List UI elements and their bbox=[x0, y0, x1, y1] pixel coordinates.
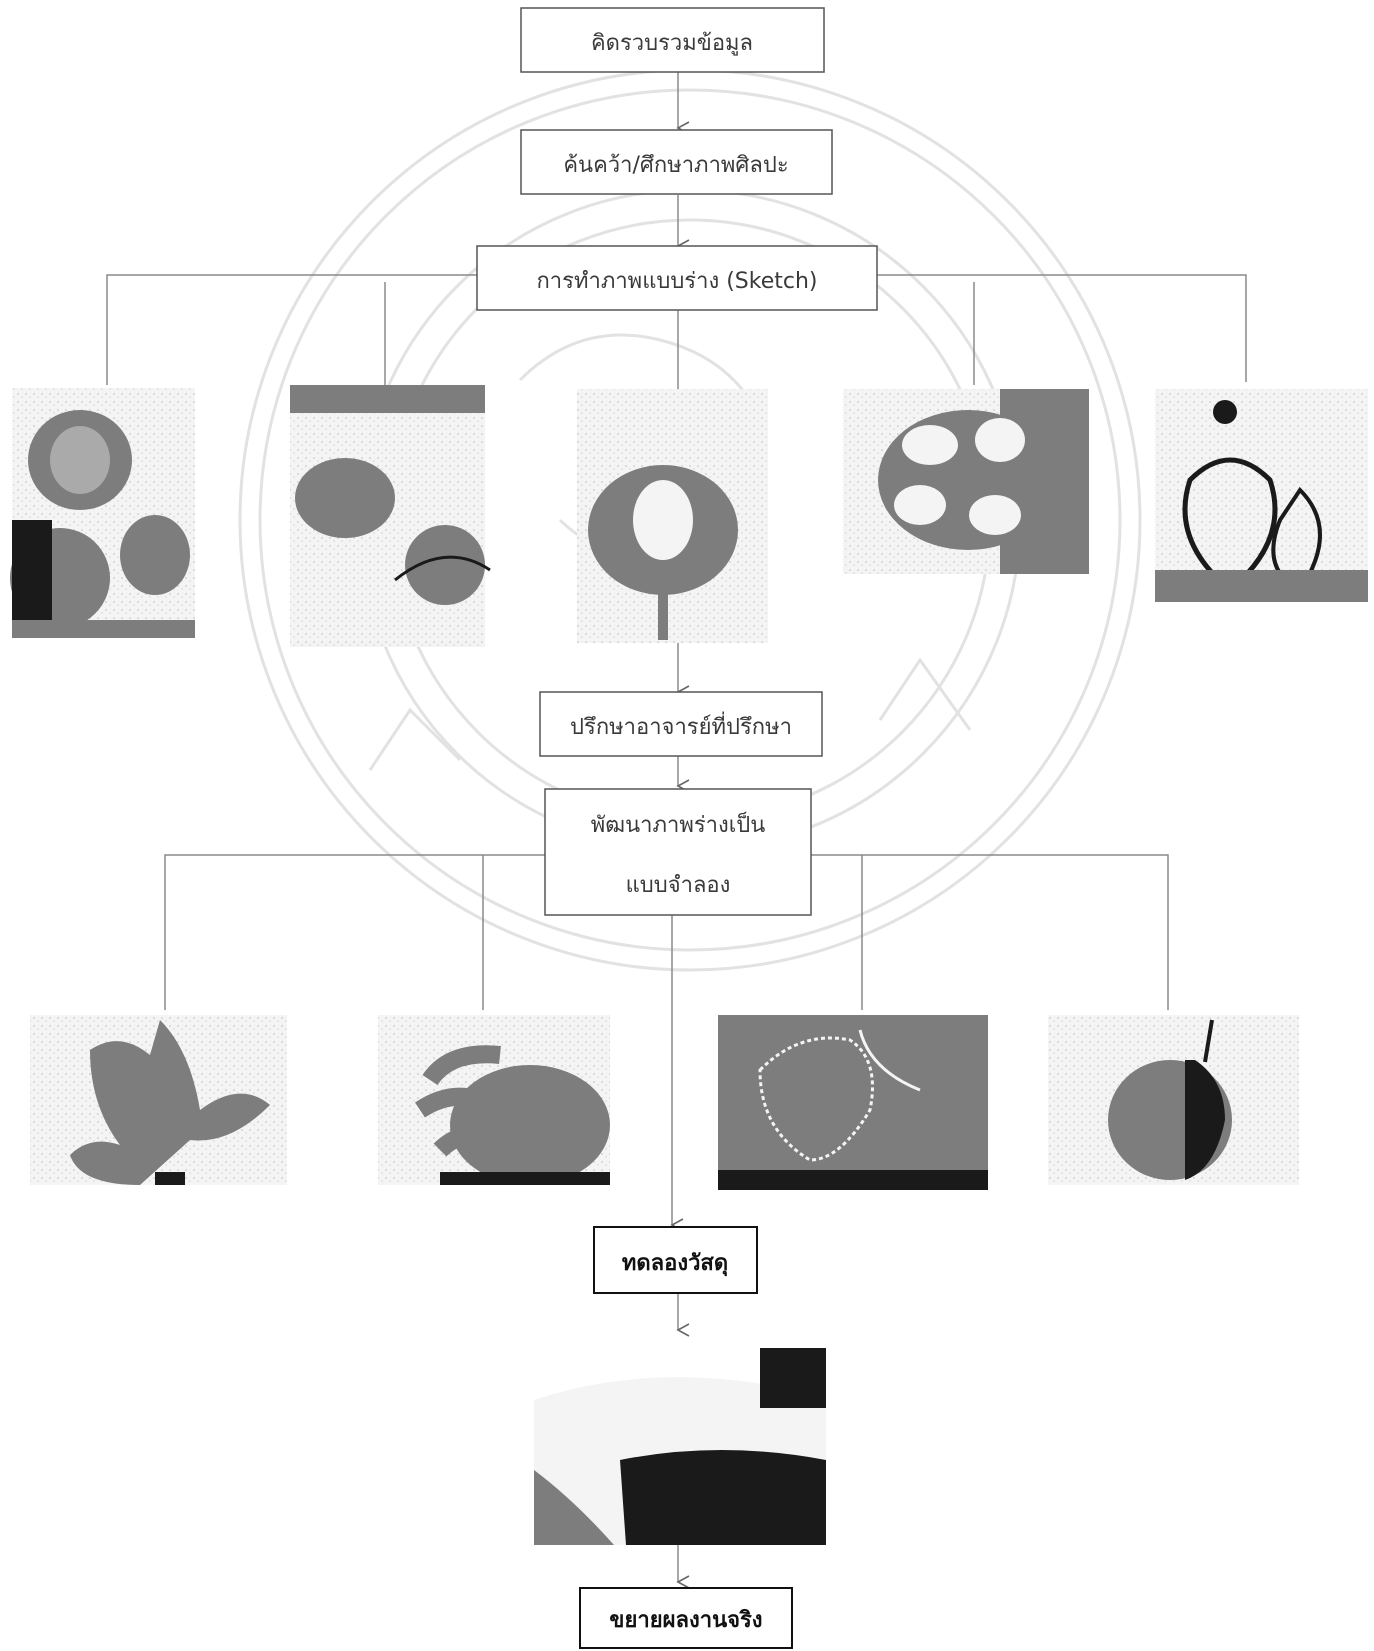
step-research-label: ค้นคว้า/ศึกษาภาพศิลปะ bbox=[563, 153, 788, 178]
step-research: ค้นคว้า/ศึกษาภาพศิลปะ bbox=[521, 130, 832, 194]
step-sketch-label: การทำภาพแบบร่าง (Sketch) bbox=[536, 269, 817, 294]
sketch-photo-4 bbox=[843, 389, 1089, 574]
material-photo bbox=[534, 1348, 826, 1545]
sketch-photo-3 bbox=[577, 389, 768, 643]
model-photo-3 bbox=[718, 1015, 988, 1190]
step-consult: ปรึกษาอาจารย์ที่ปรึกษา bbox=[540, 692, 822, 756]
model-photo-4 bbox=[1048, 1015, 1299, 1185]
step-gather-label: คิดรวบรวมข้อมูล bbox=[591, 31, 753, 56]
step-final-work: ขยายผลงานจริง bbox=[580, 1588, 792, 1648]
step-sketch: การทำภาพแบบร่าง (Sketch) bbox=[477, 246, 877, 310]
sketch-photo-5 bbox=[1155, 389, 1368, 602]
step-develop-label-line2: แบบจำลอง bbox=[626, 873, 731, 898]
step-develop-label-line1: พัฒนาภาพร่างเป็น bbox=[591, 810, 766, 838]
step-material-test-label: ทดลองวัสดุ bbox=[622, 1251, 728, 1277]
step-consult-label: ปรึกษาอาจารย์ที่ปรึกษา bbox=[570, 711, 792, 740]
step-develop: พัฒนาภาพร่างเป็น แบบจำลอง bbox=[545, 789, 811, 915]
sketch-photo-2 bbox=[290, 385, 490, 647]
step-material-test: ทดลองวัสดุ bbox=[594, 1227, 757, 1293]
model-photo-2 bbox=[378, 1015, 610, 1185]
step-gather: คิดรวบรวมข้อมูล bbox=[521, 8, 824, 72]
step-final-work-label: ขยายผลงานจริง bbox=[609, 1608, 762, 1633]
sketch-photo-1 bbox=[10, 388, 195, 638]
model-photo-1 bbox=[30, 1015, 287, 1185]
